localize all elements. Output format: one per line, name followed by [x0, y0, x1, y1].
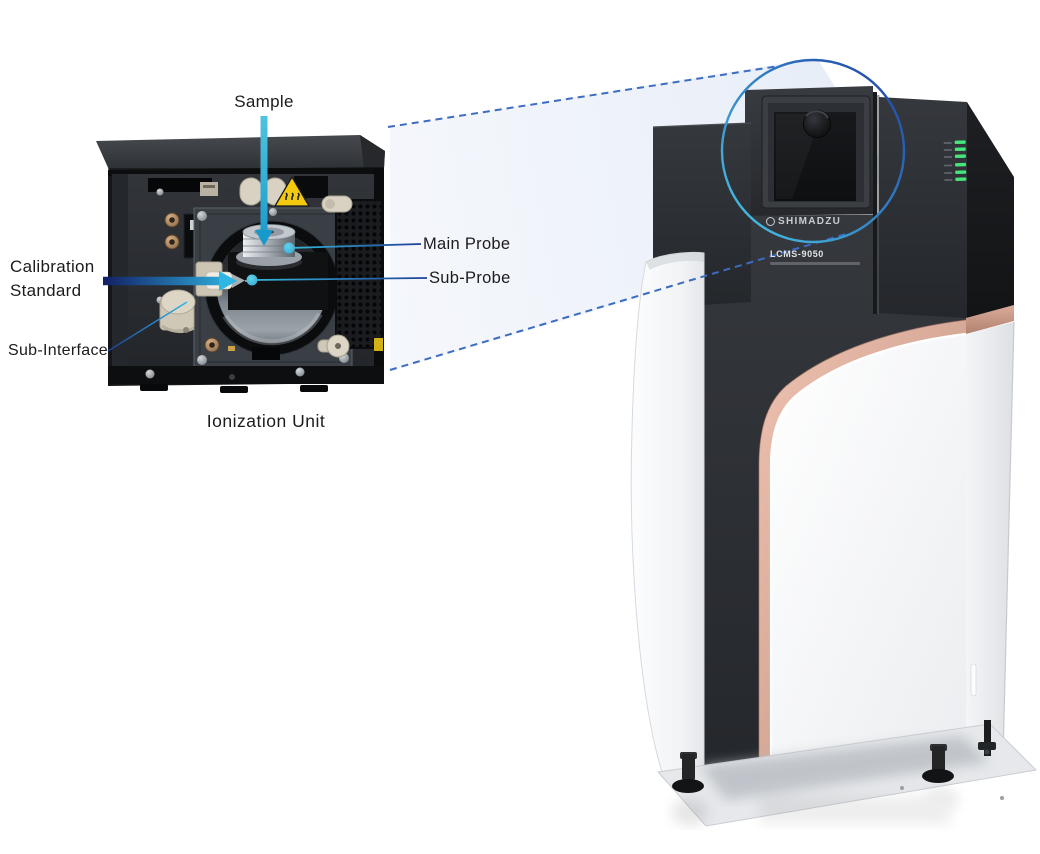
sub-interface-label: Sub-Interface [8, 342, 108, 359]
sub-probe-label: Sub-Probe [429, 269, 511, 287]
main-probe-leader [283, 242, 422, 254]
brand-text: SHIMADZU [778, 216, 842, 227]
sub-interface-leader [107, 301, 188, 352]
brand-logo: SHIMADZU [766, 216, 841, 227]
ionization-unit-door [761, 95, 871, 209]
machine-side-panel-dark [967, 102, 1014, 318]
side-handle-slit [970, 663, 977, 697]
sample-arrow [255, 116, 273, 246]
vent-grille [335, 199, 383, 349]
front-left-white-door [630, 251, 705, 775]
leveling-foot-left [672, 752, 704, 793]
copper-side-band [966, 305, 1014, 334]
front-right-white-panel [770, 334, 966, 774]
dashed-projection-line-top [387, 65, 780, 128]
sub-probe-anchor-dot [246, 274, 258, 286]
sub-probe-leader [246, 274, 428, 286]
right-side-white-panel [966, 322, 1014, 772]
main-probe-anchor-dot [283, 242, 295, 254]
dashed-projection-line-bottom [389, 232, 850, 371]
mass-spectrometer [630, 86, 1015, 782]
led-green-bars [954, 140, 967, 181]
latch-bottom-right [317, 334, 350, 358]
model-subtitle-bar [770, 262, 860, 265]
unit-top-lid [96, 135, 385, 172]
ionization-unit-photo [96, 135, 385, 393]
machine-base [657, 720, 1038, 827]
hot-surface-warning-icon [274, 176, 310, 207]
floor-reflection [672, 788, 958, 826]
status-led-panel [943, 140, 967, 181]
model-label: LCMS-9050 [770, 249, 824, 259]
calibration-standard-label: Calibration Standard [10, 257, 95, 300]
sub-interface-assembly [159, 289, 196, 333]
unit-bottom [108, 337, 384, 393]
magnifier-circle [720, 58, 906, 244]
main-probe-label: Main Probe [423, 235, 511, 253]
machine-front-panel [700, 214, 966, 782]
calibration-standard-arrow [103, 271, 237, 291]
rear-bracket [978, 720, 996, 756]
shimadzu-logo-icon [766, 217, 775, 226]
annotation-graphics [103, 58, 906, 371]
latch-top-right [321, 195, 353, 213]
machine-right-column [879, 97, 967, 318]
ionization-unit-caption: Ionization Unit [206, 411, 326, 431]
leveling-foot-right [922, 744, 954, 783]
capsule-part [239, 177, 263, 206]
sample-label: Sample [234, 92, 294, 111]
